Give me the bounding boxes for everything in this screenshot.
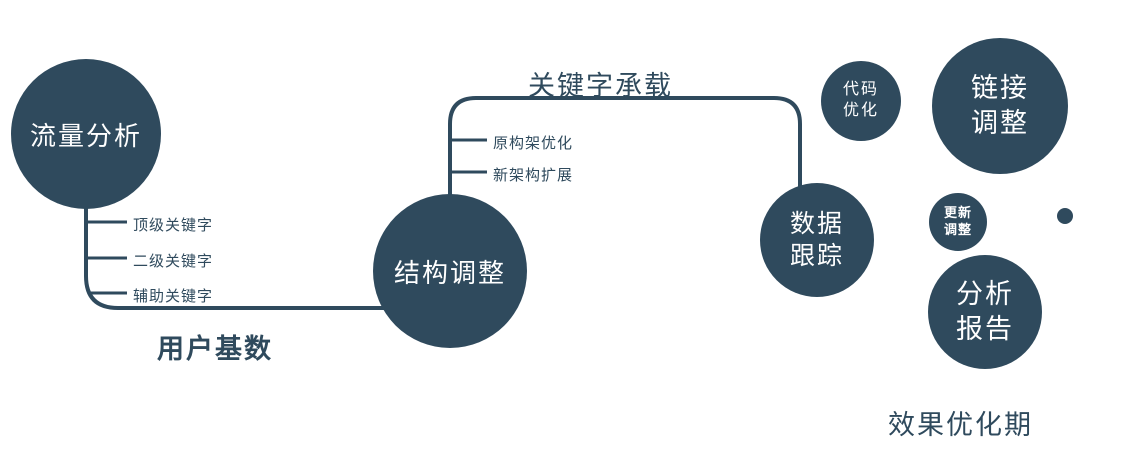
- node-label: 分析报告: [956, 278, 1014, 344]
- node-update-adjustment: 更新调整: [929, 193, 987, 251]
- branch-label-second-keyword: 二级关键字: [133, 253, 214, 270]
- node-label: 代码优化: [842, 81, 879, 119]
- connector-traffic-to-structure: [84, 150, 400, 310]
- node-code-optimization: 代码优化: [821, 61, 901, 141]
- edge-label-user-base: 用户基数: [157, 334, 273, 364]
- node-data-tracking: 数据跟踪: [760, 183, 874, 297]
- footer-phase-label: 效果优化期: [888, 410, 1033, 440]
- node-label: 链接调整: [971, 72, 1029, 138]
- edge-label-keyword-carry: 关键字承载: [528, 71, 673, 101]
- branch-label-structure-expand: 新架构扩展: [493, 167, 574, 184]
- bullet-dot: [1057, 208, 1073, 224]
- connector-structure-to-data-tracking: [448, 96, 802, 240]
- node-label: 更新调整: [943, 205, 972, 237]
- node-label: 结构调整: [393, 257, 506, 288]
- node-analysis-report: 分析报告: [928, 255, 1042, 369]
- node-traffic-analysis: 流量分析: [11, 59, 161, 209]
- node-label: 数据跟踪: [789, 209, 844, 271]
- branch-label-top-keyword: 顶级关键字: [133, 217, 214, 234]
- branch-label-structure-optimize: 原构架优化: [493, 135, 574, 152]
- node-link-adjustment: 链接调整: [932, 38, 1068, 174]
- node-structure-adjustment: 结构调整: [373, 194, 527, 348]
- branch-label-aux-keyword: 辅助关键字: [133, 288, 214, 305]
- node-label: 流量分析: [29, 120, 142, 151]
